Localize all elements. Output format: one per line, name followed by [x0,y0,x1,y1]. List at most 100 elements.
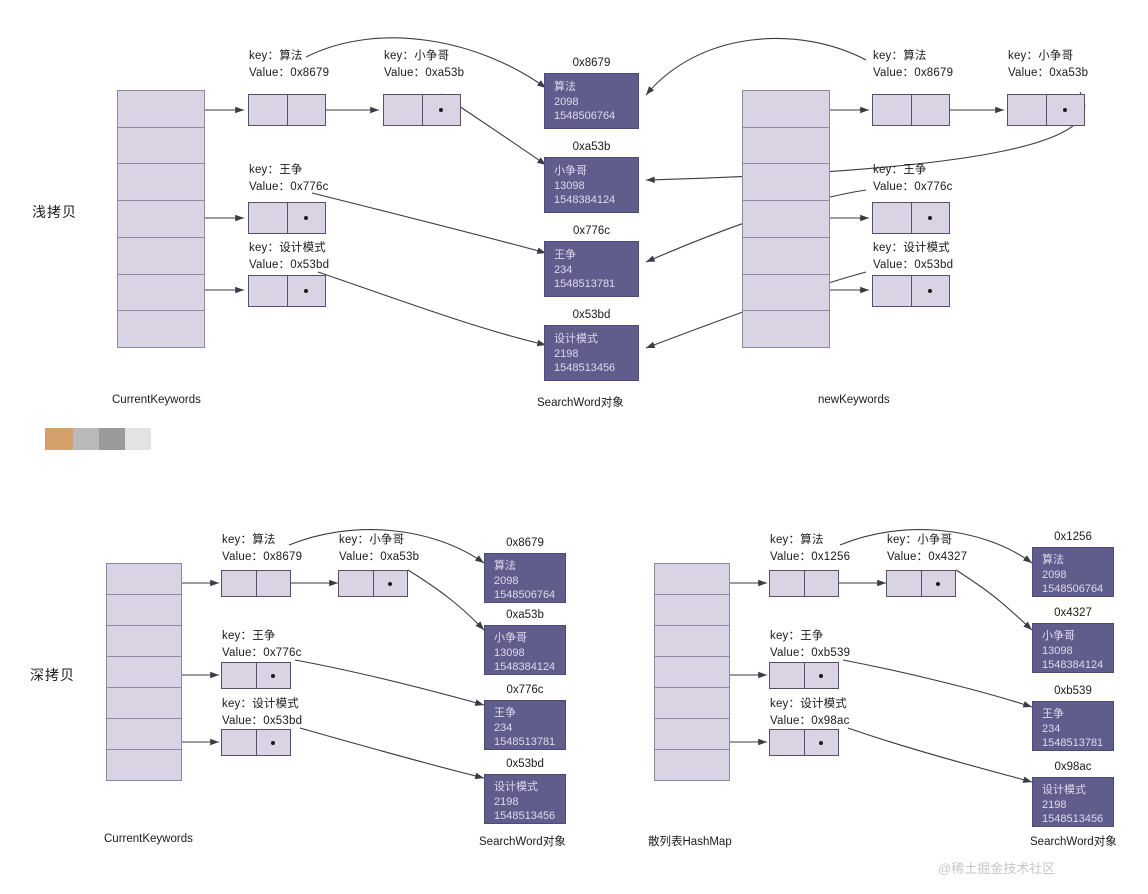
list-node-shallow-right-wangzheng[interactable] [872,202,950,234]
array-cell[interactable] [743,91,829,128]
object-body[interactable]: 设计模式 2198 1548513456 [544,325,639,381]
object-count: 2198 [1042,798,1067,811]
array-cell[interactable] [743,238,829,275]
node-next-slot [910,95,950,125]
object-name: 王争 [1042,708,1064,720]
list-node-deep-right-design-pattern[interactable] [769,729,839,756]
array-cell[interactable] [655,688,729,719]
array-cell[interactable] [655,564,729,595]
array-deep-hashmap[interactable] [654,563,730,781]
link-deep-right-design-obj [847,727,1033,783]
array-cell[interactable] [743,275,829,312]
array-cell[interactable] [743,128,829,165]
object-count: 13098 [494,646,525,659]
object-address: 0x53bd [506,758,544,770]
array-cell[interactable] [743,164,829,202]
list-node-deep-left-xiaozhengge[interactable] [338,570,408,597]
array-cell[interactable] [655,626,729,657]
node-next-slot [421,95,461,125]
array-shallow-newkeywords[interactable] [742,90,830,348]
list-node-deep-left-algorithm[interactable] [221,570,291,597]
object-name: 设计模式 [1042,784,1086,796]
array-cell[interactable] [118,128,204,165]
object-body[interactable]: 王争 234 1548513781 [544,241,639,297]
kv-shallow-right-xiaozhengge: key：小争哥 Value：0xa53b [1008,48,1088,82]
caption-deep-right-searchword-objects: SearchWord对象 [1030,836,1117,848]
kv-key: key：算法 [222,534,276,546]
array-cell[interactable] [107,750,181,780]
object-body[interactable]: 小争哥 13098 1548384124 [1032,623,1114,673]
array-deep-currentkeywords[interactable] [106,563,182,781]
object-body[interactable]: 算法 2098 1548506764 [1032,547,1114,597]
array-cell[interactable] [118,164,204,202]
array-cell[interactable] [107,564,181,595]
array-cell[interactable] [655,657,729,688]
object-body[interactable]: 小争哥 13098 1548384124 [484,625,566,675]
object-name: 算法 [554,81,576,93]
object-name: 算法 [494,560,516,572]
null-dot-icon [271,740,276,745]
kv-value: Value：0x98ac [770,715,850,727]
list-node-shallow-left-xiaozhengge[interactable] [383,94,461,126]
kv-value: Value：0x776c [222,647,302,659]
node-next-slot [910,276,950,306]
list-node-deep-left-design-pattern[interactable] [221,729,291,756]
node-next-slot [286,95,326,125]
array-cell[interactable] [107,595,181,626]
array-cell[interactable] [107,626,181,657]
object-name: 小争哥 [494,632,527,644]
array-cell[interactable] [107,719,181,750]
object-shallow-design-pattern: 0x53bd 设计模式 2198 1548513456 [544,308,639,381]
node-next-slot [803,571,839,596]
object-address: 0x53bd [572,309,611,321]
list-node-shallow-right-algorithm[interactable] [872,94,950,126]
array-cell[interactable] [107,657,181,688]
array-cell[interactable] [743,201,829,238]
object-name: 设计模式 [554,333,598,345]
list-node-shallow-left-wangzheng[interactable] [248,202,326,234]
object-name: 小争哥 [554,165,587,177]
node-key-slot [887,571,921,596]
node-next-slot [910,203,950,233]
object-count: 13098 [554,179,585,192]
list-node-shallow-left-algorithm[interactable] [248,94,326,126]
caption-shallow-currentkeywords: CurrentKeywords [112,394,201,406]
object-body[interactable]: 算法 2098 1548506764 [544,73,639,129]
object-timestamp: 1548513781 [1042,737,1104,749]
object-count: 2098 [494,574,519,587]
array-cell[interactable] [743,311,829,347]
array-cell[interactable] [655,719,729,750]
kv-shallow-right-algorithm: key：算法 Value：0x8679 [873,48,953,82]
list-node-deep-left-wangzheng[interactable] [221,662,291,689]
object-body[interactable]: 小争哥 13098 1548384124 [544,157,639,213]
object-body[interactable]: 设计模式 2198 1548513456 [484,774,566,824]
kv-deep-right-xiaozhengge: key：小争哥 Value：0x4327 [887,532,967,566]
kv-value: Value：0x8679 [873,67,954,79]
object-address: 0x8679 [572,57,611,69]
kv-value: Value：0x53bd [222,715,303,727]
array-cell[interactable] [118,311,204,347]
list-node-deep-right-wangzheng[interactable] [769,662,839,689]
array-cell[interactable] [655,595,729,626]
array-cell[interactable] [118,201,204,238]
array-cell[interactable] [118,275,204,312]
list-node-deep-right-xiaozhengge[interactable] [886,570,956,597]
node-key-slot [249,203,287,233]
list-node-shallow-right-design-pattern[interactable] [872,275,950,307]
list-node-shallow-right-xiaozhengge[interactable] [1007,94,1085,126]
array-cell[interactable] [118,238,204,275]
object-body[interactable]: 王争 234 1548513781 [1032,701,1114,751]
kv-value: Value：0xa53b [384,67,465,79]
array-cell[interactable] [118,91,204,128]
list-node-deep-right-algorithm[interactable] [769,570,839,597]
array-shallow-currentkeywords[interactable] [117,90,205,348]
list-node-shallow-left-design-pattern[interactable] [248,275,326,307]
object-body[interactable]: 算法 2098 1548506764 [484,553,566,603]
object-body[interactable]: 设计模式 2198 1548513456 [1032,777,1114,827]
link-deep-left-design-obj [299,727,485,780]
array-cell[interactable] [107,688,181,719]
kv-shallow-right-wangzheng: key：王争 Value：0x776c [873,162,953,196]
object-body[interactable]: 王争 234 1548513781 [484,700,566,750]
null-dot-icon [439,108,444,112]
array-cell[interactable] [655,750,729,780]
